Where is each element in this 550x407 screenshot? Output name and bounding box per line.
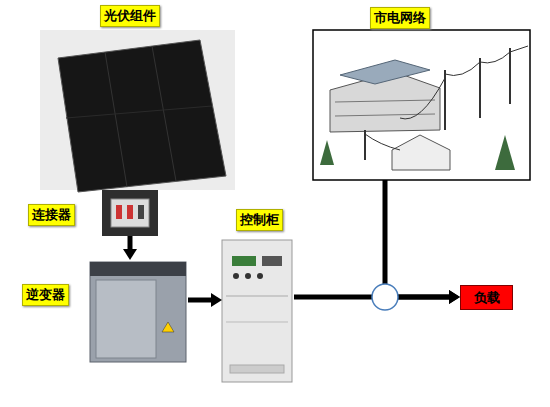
flow-arrow — [123, 236, 137, 260]
flow-line — [188, 298, 211, 303]
cabinet-button — [245, 273, 251, 279]
cabinet-seam — [226, 322, 288, 323]
power-line — [365, 134, 400, 150]
house — [392, 135, 450, 170]
component-heading: 光伏组件 — [100, 5, 160, 27]
cabinet-plate — [230, 365, 284, 373]
connector: 连接器 — [102, 190, 158, 236]
inverter-photo — [90, 262, 186, 362]
connector-photo — [102, 190, 158, 236]
cabinet-button — [233, 273, 239, 279]
cabinet-button — [257, 273, 263, 279]
cabinet-display — [232, 256, 256, 266]
arrow-head — [449, 290, 460, 304]
panel-cell-line — [105, 52, 127, 187]
junction-circle — [372, 284, 398, 310]
load-box: 负载 — [460, 285, 513, 310]
connector-part — [116, 205, 122, 219]
connector-window — [111, 199, 149, 227]
panel-cell-line — [66, 106, 212, 118]
flow-line — [385, 180, 449, 297]
power-pole — [509, 48, 511, 104]
power-line — [445, 46, 528, 76]
component-heading: 逆变器 — [22, 284, 69, 306]
cabinet-seam — [226, 296, 288, 297]
component-heading: 市电网络 — [370, 7, 430, 29]
control-cabinet: 控制柜 — [222, 238, 294, 383]
inverter-door — [96, 280, 156, 358]
flow-arrow — [385, 180, 460, 304]
arrow-head — [211, 293, 222, 307]
connector-part — [127, 205, 133, 219]
pv-module: 光伏组件 — [40, 30, 235, 190]
roof-pv — [340, 60, 430, 84]
cabinet-photo — [222, 240, 292, 382]
flow-arrow — [188, 293, 222, 307]
power-pole — [479, 58, 481, 118]
connector-part — [138, 205, 144, 219]
inverter: 逆变器 — [88, 260, 188, 364]
solar-panel — [58, 40, 226, 192]
grid-picture-frame — [313, 30, 530, 180]
arrow-head — [123, 249, 137, 260]
load-label: 负载 — [474, 289, 500, 307]
warning-sign — [162, 322, 174, 332]
tree — [320, 140, 334, 165]
power-line — [400, 78, 445, 119]
window-row — [335, 100, 435, 102]
cabinet-meter — [262, 256, 282, 266]
tree — [495, 135, 515, 170]
panel-cell-line — [152, 46, 176, 181]
inverter-top — [90, 262, 186, 276]
flow-line — [128, 236, 133, 249]
window-row — [335, 114, 435, 116]
component-heading: 连接器 — [28, 204, 75, 226]
utility-grid: 市电网络 — [313, 30, 530, 180]
component-heading: 控制柜 — [236, 209, 283, 231]
arrow-head — [449, 290, 460, 304]
